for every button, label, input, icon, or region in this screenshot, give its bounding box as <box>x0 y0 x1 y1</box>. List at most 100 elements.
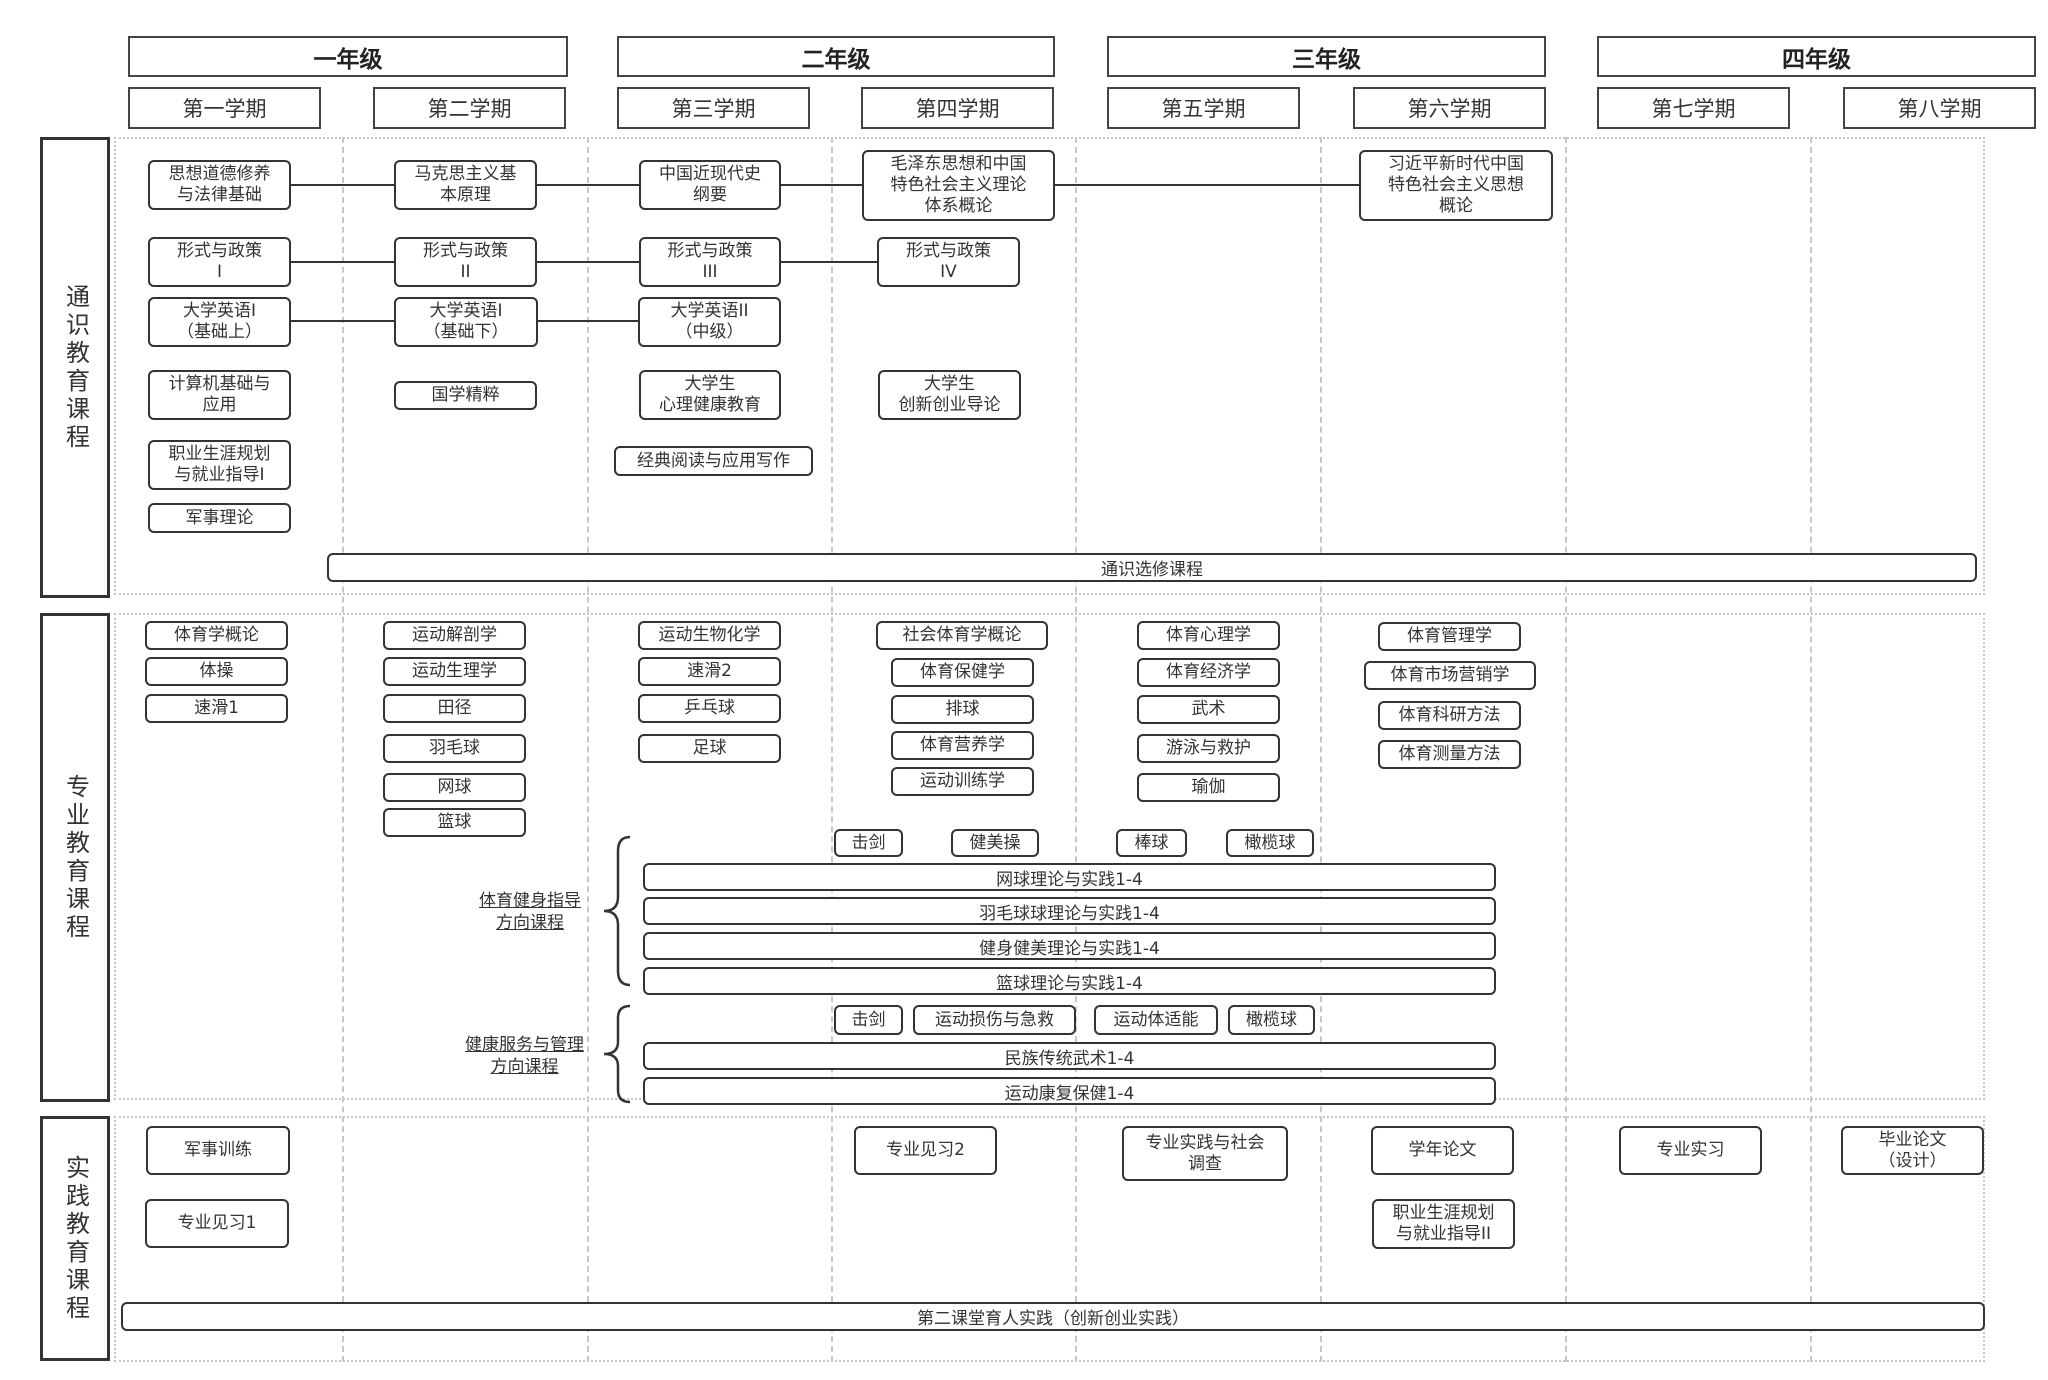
column-divider <box>831 137 833 1362</box>
section-label-practice: 实践教育课程 <box>40 1116 110 1361</box>
section-frame-general <box>114 137 1985 595</box>
elective-box[interactable]: 橄榄球 <box>1226 829 1314 857</box>
column-divider <box>587 137 589 1362</box>
semester-header-5: 第五学期 <box>1107 87 1300 129</box>
course-box[interactable]: 大学英语I （基础上） <box>148 297 291 347</box>
course-box[interactable]: 网球 <box>383 773 526 802</box>
year-header-4: 四年级 <box>1597 36 2036 77</box>
course-box[interactable]: 体育管理学 <box>1378 622 1521 651</box>
course-box[interactable]: 体育心理学 <box>1137 621 1280 650</box>
column-divider <box>1320 137 1322 1362</box>
elective-bar[interactable]: 通识选修课程 <box>327 553 1977 582</box>
direction-bar[interactable]: 篮球理论与实践1-4 <box>643 967 1496 995</box>
course-box[interactable]: 游泳与救护 <box>1137 734 1280 763</box>
direction-bar[interactable]: 运动康复保健1-4 <box>643 1077 1496 1105</box>
course-box[interactable]: 中国近现代史 纲要 <box>639 160 781 210</box>
direction-label-fitness: 体育健身指导 方向课程 <box>479 891 581 933</box>
second-classroom-bar[interactable]: 第二课堂育人实践（创新创业实践） <box>121 1302 1985 1331</box>
year-header-3: 三年级 <box>1107 36 1546 77</box>
course-box[interactable]: 篮球 <box>383 808 526 837</box>
brace-icon <box>603 835 631 987</box>
course-box[interactable]: 军事理论 <box>148 503 291 533</box>
semester-header-4: 第四学期 <box>861 87 1054 129</box>
section-label-general: 通识教育课程 <box>40 137 110 598</box>
direction-bar[interactable]: 健身健美理论与实践1-4 <box>643 932 1496 960</box>
section-label-professional: 专业教育课程 <box>40 613 110 1102</box>
course-box[interactable]: 体操 <box>145 657 288 686</box>
semester-header-3: 第三学期 <box>617 87 810 129</box>
course-box[interactable]: 计算机基础与 应用 <box>148 370 291 420</box>
direction-bar[interactable]: 网球理论与实践1-4 <box>643 863 1496 891</box>
course-box[interactable]: 速滑1 <box>145 694 288 723</box>
course-box[interactable]: 运动解剖学 <box>383 621 526 650</box>
course-box[interactable]: 运动训练学 <box>891 767 1034 796</box>
brace-icon <box>603 1004 631 1104</box>
course-box[interactable]: 形式与政策 II <box>394 237 537 287</box>
course-box[interactable]: 乒乓球 <box>638 694 781 723</box>
connector-line <box>290 184 395 186</box>
year-header-2: 二年级 <box>617 36 1055 77</box>
direction-bar[interactable]: 羽毛球球理论与实践1-4 <box>643 897 1496 925</box>
course-box[interactable]: 体育科研方法 <box>1378 701 1521 730</box>
course-box[interactable]: 体育经济学 <box>1137 658 1280 687</box>
elective-box[interactable]: 橄榄球 <box>1228 1005 1315 1035</box>
course-box[interactable]: 专业见习2 <box>854 1126 997 1175</box>
course-box[interactable]: 速滑2 <box>638 657 781 686</box>
course-box[interactable]: 形式与政策 III <box>639 237 781 287</box>
course-box[interactable]: 田径 <box>383 694 526 723</box>
course-box[interactable]: 社会体育学概论 <box>876 621 1048 650</box>
course-box[interactable]: 大学生 创新创业导论 <box>878 370 1021 420</box>
column-divider <box>1810 137 1812 1362</box>
course-box[interactable]: 马克思主义基 本原理 <box>394 160 537 210</box>
elective-box[interactable]: 击剑 <box>834 1005 903 1035</box>
course-box[interactable]: 大学生 心理健康教育 <box>639 370 781 420</box>
course-box[interactable]: 毕业论文 （设计） <box>1841 1126 1984 1175</box>
elective-box[interactable]: 健美操 <box>951 829 1039 857</box>
course-box[interactable]: 习近平新时代中国 特色社会主义思想 概论 <box>1359 150 1553 221</box>
course-box[interactable]: 形式与政策 IV <box>877 237 1020 287</box>
course-box[interactable]: 体育测量方法 <box>1378 740 1521 769</box>
course-box[interactable]: 大学英语II （中级） <box>638 297 781 347</box>
year-header-1: 一年级 <box>128 36 568 77</box>
semester-header-1: 第一学期 <box>128 87 321 129</box>
connector-line <box>780 184 863 186</box>
course-box[interactable]: 国学精粹 <box>394 381 537 410</box>
course-box[interactable]: 经典阅读与应用写作 <box>614 446 813 476</box>
course-box[interactable]: 武术 <box>1137 695 1280 724</box>
course-box[interactable]: 毛泽东思想和中国 特色社会主义理论 体系概论 <box>862 150 1055 221</box>
course-box[interactable]: 形式与政策 I <box>148 237 291 287</box>
course-box[interactable]: 体育市场营销学 <box>1364 661 1536 690</box>
elective-box[interactable]: 运动损伤与急救 <box>913 1005 1076 1035</box>
course-box[interactable]: 羽毛球 <box>383 734 526 763</box>
course-box[interactable]: 足球 <box>638 734 781 763</box>
column-divider <box>1075 137 1077 1362</box>
course-box[interactable]: 职业生涯规划 与就业指导II <box>1372 1199 1515 1249</box>
course-box[interactable]: 排球 <box>891 695 1034 724</box>
elective-box[interactable]: 击剑 <box>834 829 903 857</box>
course-box[interactable]: 运动生理学 <box>383 657 526 686</box>
course-box[interactable]: 专业实习 <box>1619 1126 1762 1175</box>
course-box[interactable]: 思想道德修养 与法律基础 <box>148 160 291 210</box>
elective-box[interactable]: 棒球 <box>1116 829 1187 857</box>
connector-line <box>780 261 878 263</box>
connector-line <box>1054 184 1360 186</box>
course-box[interactable]: 军事训练 <box>146 1126 290 1175</box>
section-frame-practice <box>114 1116 1985 1362</box>
course-box[interactable]: 学年论文 <box>1371 1126 1514 1175</box>
course-box[interactable]: 运动生物化学 <box>638 621 781 650</box>
elective-box[interactable]: 运动体适能 <box>1094 1005 1218 1035</box>
semester-header-7: 第七学期 <box>1597 87 1790 129</box>
course-box[interactable]: 体育学概论 <box>145 621 288 650</box>
course-box[interactable]: 体育保健学 <box>891 658 1034 687</box>
column-divider <box>342 137 344 1362</box>
course-box[interactable]: 职业生涯规划 与就业指导I <box>148 440 291 490</box>
semester-header-8: 第八学期 <box>1843 87 2036 129</box>
direction-bar[interactable]: 民族传统武术1-4 <box>643 1042 1496 1070</box>
course-box[interactable]: 专业实践与社会 调查 <box>1122 1126 1288 1181</box>
course-box[interactable]: 专业见习1 <box>145 1199 289 1248</box>
course-box[interactable]: 瑜伽 <box>1137 773 1280 802</box>
connector-line <box>536 261 640 263</box>
course-box[interactable]: 体育营养学 <box>891 731 1034 760</box>
course-box[interactable]: 大学英语I （基础下） <box>394 297 538 347</box>
column-divider <box>1565 137 1567 1362</box>
